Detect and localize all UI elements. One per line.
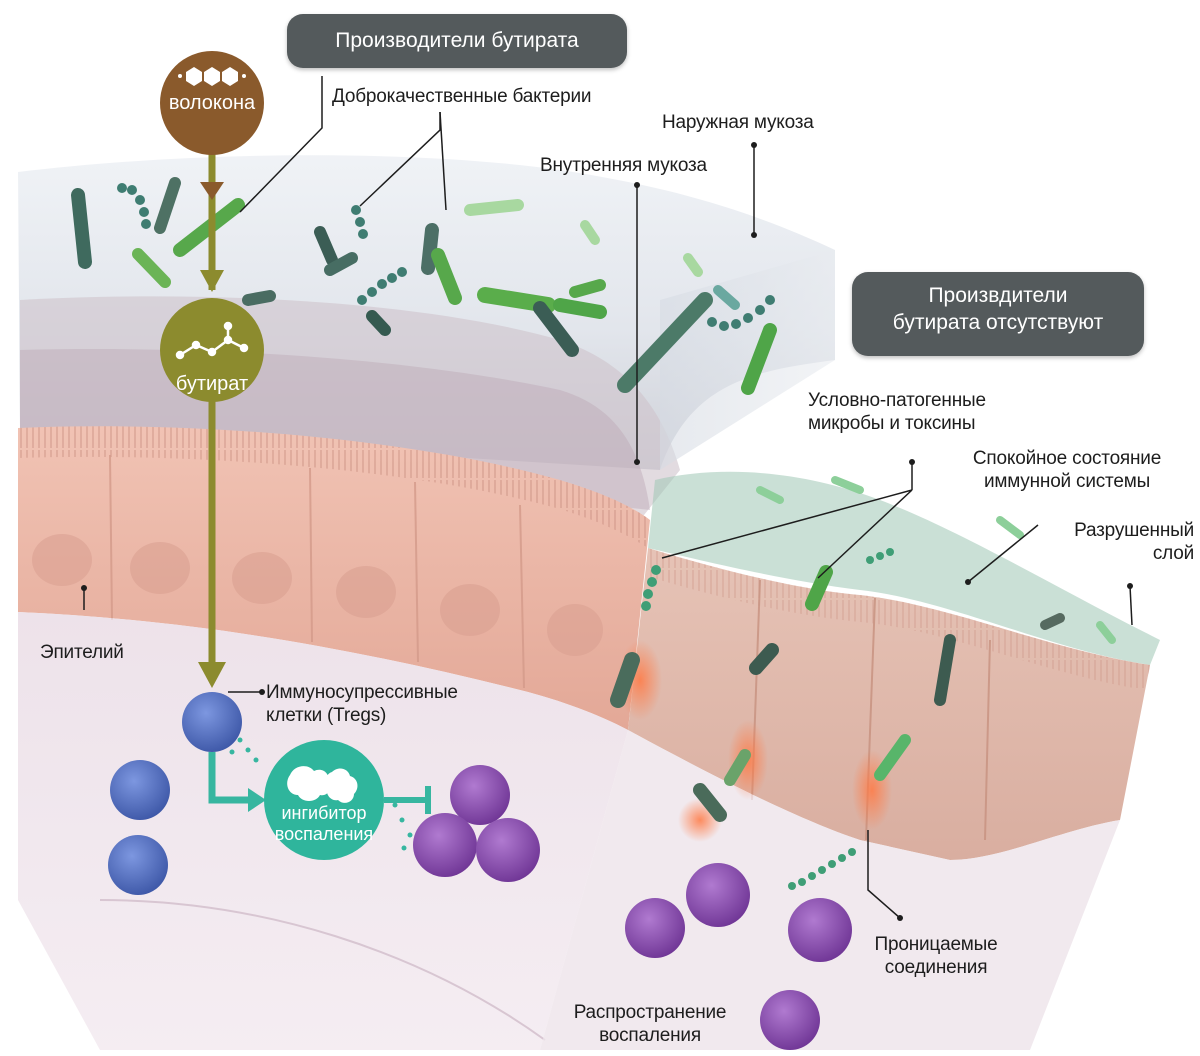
coccus-chains [117,183,775,331]
producers-absent-title: Произвдители бутирата отсутствуют [852,272,1144,356]
inflammation-spread-label: Распространение воспаления [560,1002,740,1048]
outer-mucosa-label: Наружная мукоза [662,112,814,133]
opportunistic-chains [641,548,894,890]
opportunistic-line1: Условно-патогенные [808,390,986,411]
hexagon-chain-icon [178,67,246,86]
inhibitor-line2: воспаления [274,823,374,844]
opportunistic-microbes [610,476,1116,822]
epithelium-label: Эпителий [40,642,124,663]
tregs-label: Иммуносупрессивные клетки (Tregs) [266,682,458,728]
destroyed-line2: слой [1152,542,1194,564]
inhibitor-line1: ингибитор [281,803,367,823]
destroyed-line1: Разрушенный [1074,520,1194,541]
permeable-line1: Проницаемые [874,934,998,955]
destroyed-layer-label: Разрушенный слой [1040,520,1194,566]
tregs-line2: клетки (Tregs) [266,704,387,726]
epithelial-nuclei [32,534,603,656]
butyrate-label: бутират [175,373,249,395]
calm-immune-label: Спокойное состояние иммунной системы [952,448,1182,494]
producers-absent-line1: Произвдители [928,284,1068,307]
tregs-to-inhibitor-arrow [208,752,266,812]
calm-immune-line2: иммунной системы [983,470,1151,492]
opportunistic-line2: микробы и токсины [808,412,976,434]
secretion-dots [229,737,413,851]
tregs-line1: Иммуносупрессивные [266,682,458,703]
permeable-line2: соединения [884,956,988,978]
leader-dots [81,142,1133,921]
benign-bacteria-label: Доброкачественные бактерии [332,86,592,107]
inhibitor-label: ингибитор воспаления [264,803,384,844]
fiber-label: волокона [168,92,256,114]
calm-immune-line1: Спокойное состояние [972,448,1162,469]
inhibition-blocker [384,786,431,814]
producers-absent-line2: бутирата отсутствуют [892,311,1104,335]
inflammation-line2: воспаления [599,1024,701,1046]
inflammation-line1: Распространение [573,1002,727,1023]
producers-title: Производители бутирата [287,14,627,68]
destroyed-layer [648,471,1160,665]
permeable-junctions-label: Проницаемые соединения [856,934,1016,980]
shield-molecules-icon [287,766,358,803]
fiber-to-butyrate-arrow [200,140,224,292]
benign-bacteria [71,177,777,395]
butyrate-to-tregs-arrow [198,395,226,688]
epithelium-layer [18,426,650,730]
inner-mucosa-label: Внутренняя мукоза [540,155,707,176]
purple-inflammatory-cells [413,765,852,1050]
molecule-icon [175,321,249,360]
blue-immune-cells [108,692,242,895]
leader-lines [83,76,1133,919]
opportunistic-label: Условно-патогенные микробы и токсины [808,390,986,436]
